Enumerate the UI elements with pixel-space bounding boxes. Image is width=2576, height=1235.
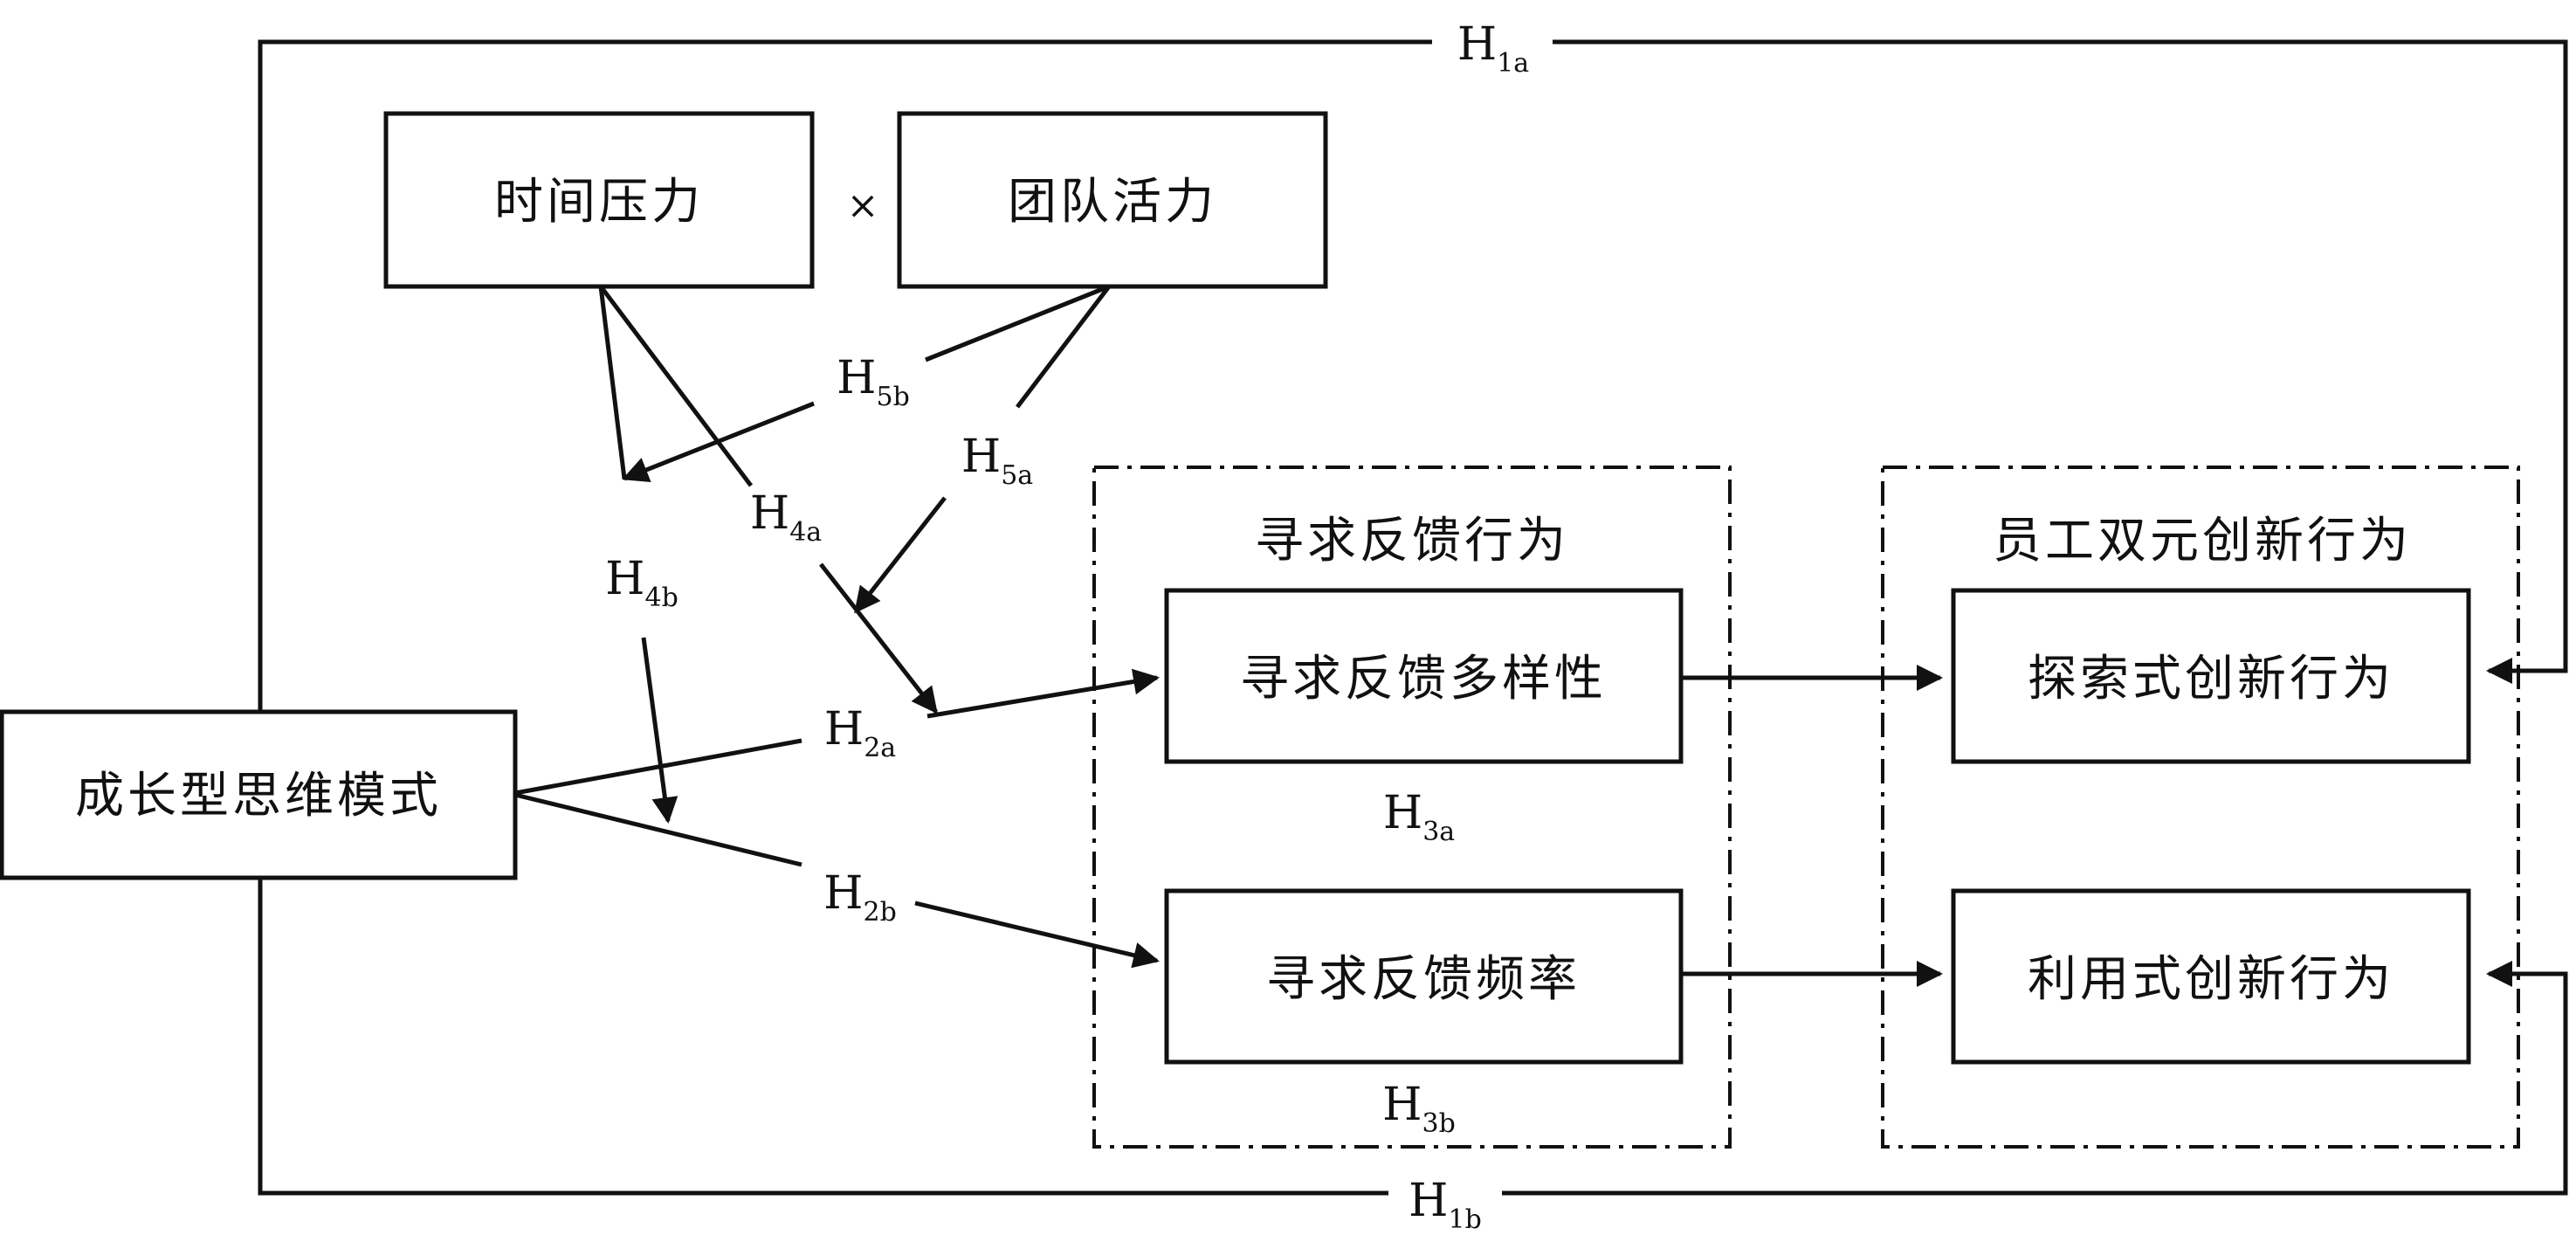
h2b-line-segment-1: [514, 792, 802, 867]
ambidextrous-innovation-group-title: 员工双元创新行为: [1993, 513, 2412, 569]
h1b-path: [258, 878, 2568, 1196]
exploratory-innovation-box: [1951, 588, 2471, 764]
h5a-label: H5a: [961, 431, 1033, 491]
h4b-label: H4b: [605, 553, 678, 613]
feedback-seeking-group-title: 寻求反馈行为: [1255, 513, 1569, 569]
h1a-label: H1a: [1457, 18, 1529, 79]
exploratory-innovation-label: 探索式创新行为: [2028, 651, 2394, 707]
h3b-label: H3b: [1382, 1079, 1456, 1139]
growth-mindset-label: 成长型思维模式: [75, 768, 442, 824]
h4b-arrow: [641, 637, 678, 824]
h2a-arrow: [926, 668, 1160, 719]
h5b-label: H5b: [837, 352, 910, 412]
fs-diversity-label: 寻求反馈多样性: [1240, 651, 1607, 707]
fs-diversity-box: [1164, 588, 1684, 764]
fs-frequency-box: [1164, 888, 1684, 1065]
h5a-arrow: [854, 496, 947, 614]
h1a-path: [258, 39, 2568, 712]
ambidextrous-innovation-group-frame: [1881, 466, 2520, 1149]
h1b-label: H1b: [1409, 1175, 1482, 1235]
h4a-arrow: [819, 562, 938, 714]
team-vitality-box: [897, 111, 1328, 289]
h2a-line-segment-1: [514, 738, 802, 796]
h4a-label: H4a: [750, 487, 822, 548]
h3a-label: H3a: [1383, 787, 1455, 847]
growth-mindset-box: [0, 709, 518, 880]
exploitative-innovation-box: [1951, 888, 2471, 1065]
h4a-line-segment-1: [599, 285, 753, 487]
feedback-seeking-group-frame: [1092, 466, 1732, 1149]
time-pressure-box: [383, 111, 815, 289]
exploitative-innovation-label: 利用式创新行为: [2028, 951, 2394, 1008]
h4b-line-segment-1: [598, 286, 627, 480]
h5b-line-segment-1: [925, 284, 1110, 362]
h2b-label: H2b: [823, 867, 897, 928]
h2a-label: H2a: [824, 703, 896, 763]
interaction-times-sign: ×: [847, 183, 879, 228]
fs-frequency-label: 寻求反馈频率: [1266, 951, 1581, 1008]
team-vitality-label: 团队活力: [1008, 174, 1217, 231]
h5b-arrow: [622, 401, 815, 482]
h5a-line-segment-1: [1016, 285, 1111, 409]
time-pressure-label: 时间压力: [494, 174, 704, 231]
h2b-arrow: [914, 900, 1160, 969]
